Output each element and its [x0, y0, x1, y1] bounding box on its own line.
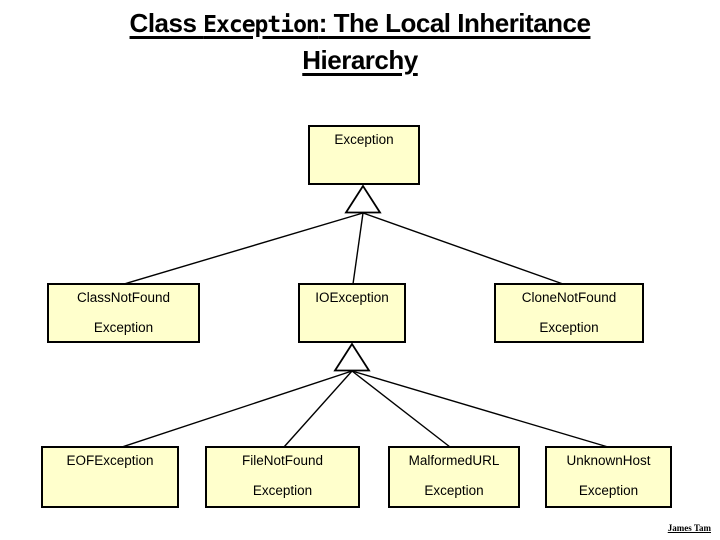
edge-ioexception-filenotfound [283, 370, 353, 448]
title-line-2: Hierarchy [302, 45, 418, 75]
node-label: Exception [424, 483, 484, 498]
node-label: MalformedURL [408, 453, 500, 468]
node-label: Exception [578, 483, 639, 498]
node-filenotfoundexception: FileNotFound Exception [205, 446, 360, 508]
node-exception: Exception [308, 125, 420, 185]
edge-ioexception-eof [121, 370, 353, 448]
inheritance-triangle-ioexception [333, 342, 371, 372]
node-label: Exception [93, 320, 154, 335]
node-label: UnknownHost [566, 453, 651, 468]
node-classnotfoundexception: ClassNotFound Exception [47, 283, 200, 343]
node-label: ClassNotFound [76, 290, 171, 305]
edge-ioexception-unknownhost [351, 370, 609, 448]
node-label: IOException [315, 290, 389, 305]
node-label: EOFException [66, 453, 154, 468]
node-label: CloneNotFound [521, 290, 617, 305]
inheritance-triangle-root [344, 184, 382, 214]
node-eofexception: EOFException [41, 446, 179, 508]
title-line-1: Class Exception: The Local Inheritance [130, 8, 591, 38]
page-title: Class Exception: The Local Inheritance H… [0, 6, 720, 78]
author-credit: James Tam [667, 523, 711, 533]
node-clonenotfoundexception: CloneNotFound Exception [494, 283, 644, 343]
node-unknownhostexception: UnknownHost Exception [545, 446, 672, 508]
edge-exception-clonenotfound [362, 212, 564, 285]
title-text-pre: Class [129, 8, 204, 38]
title-text-post: : The Local Inheritance [318, 8, 591, 38]
node-ioexception: IOException [298, 283, 406, 343]
node-label: Exception [252, 483, 313, 498]
node-label: Exception [539, 320, 599, 335]
edge-exception-ioexception [352, 212, 364, 285]
node-label: Exception [334, 132, 394, 147]
node-label: FileNotFound [241, 453, 324, 468]
node-malformedurlexception: MalformedURL Exception [388, 446, 520, 508]
title-code-text: Exception [203, 12, 320, 38]
edge-ioexception-malformedurl [351, 370, 451, 448]
edge-exception-classnotfound [123, 212, 364, 285]
